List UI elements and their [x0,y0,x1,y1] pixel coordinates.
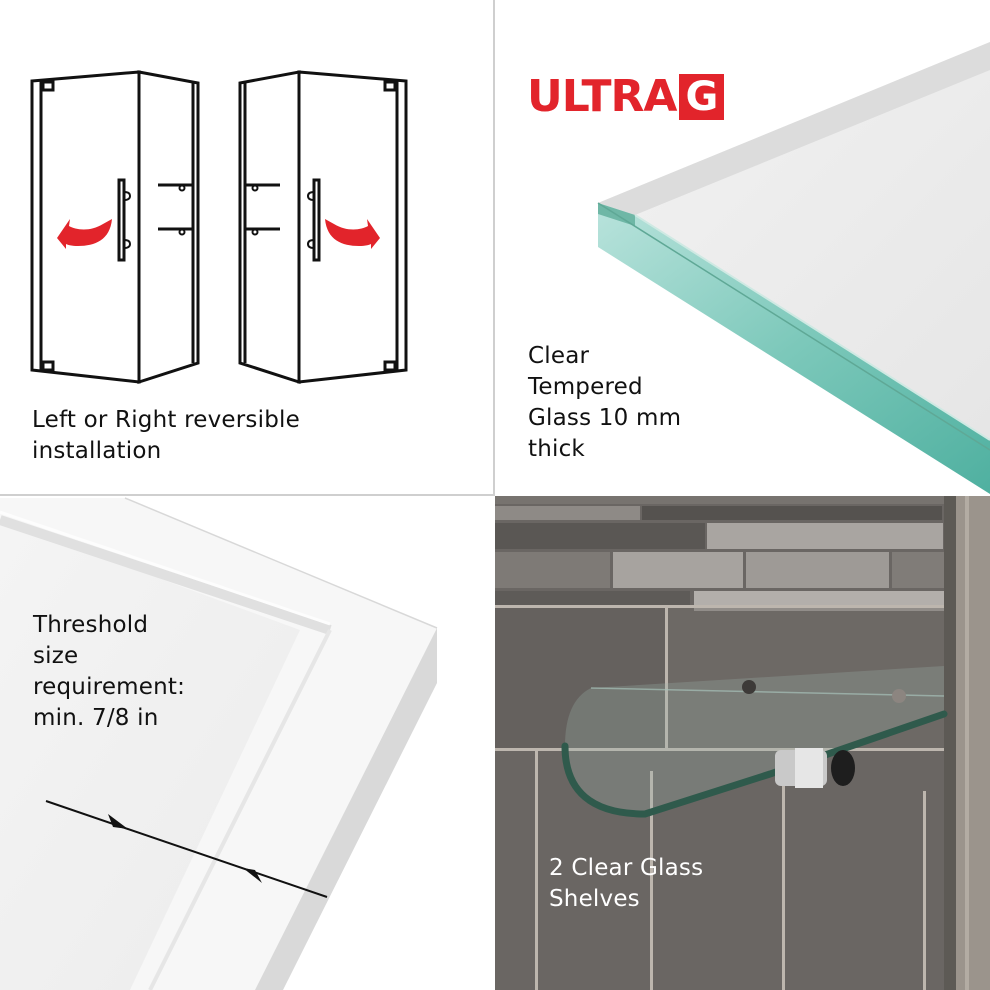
arrow-right-icon [325,219,380,249]
arrow-left-icon [57,219,112,249]
caption-line: Shelves [549,886,640,912]
vertical-divider [493,0,495,496]
logo-boxed-letter: G [679,74,725,120]
caption-line: Left or Right reversible [32,407,300,433]
shower-tray-corner-icon [0,497,438,990]
caption-threshold: Threshold size requirement: min. 7/8 in [33,610,185,734]
tiled-wall-shelf-photo-icon [495,496,990,990]
caption-line: Tempered [528,374,643,400]
glass-pane-illustration-icon [597,42,990,494]
caption-line: requirement: [33,674,186,700]
shower-door-diagram-icon [30,70,408,385]
caption-glass-shelves: 2 Clear Glass Shelves [549,853,703,915]
horizontal-divider [0,494,495,496]
caption-tempered-glass: Clear Tempered Glass 10 mm thick [528,341,681,465]
logo-text: ULTRA [527,71,677,122]
caption-line: Glass 10 mm [528,405,682,431]
arrow-head-icon [108,814,128,829]
caption-line: Threshold [33,612,149,638]
caption-line: thick [528,436,585,462]
panel-reversible-installation: Left or Right reversible installation [0,0,493,494]
panel-tempered-glass: ULTRA G Clear Tempered Glass 10 mm thick [495,0,990,494]
ultra-g-logo: ULTRA G [527,71,725,122]
caption-line: installation [32,438,162,464]
caption-line: size [33,643,79,669]
caption-line: 2 Clear Glass [549,855,704,881]
panel-glass-shelves: 2 Clear Glass Shelves [495,496,990,990]
panel-threshold: Threshold size requirement: min. 7/8 in [0,496,493,990]
arrow-head-icon [243,868,262,883]
caption-line: Clear [528,343,590,369]
caption-reversible: Left or Right reversible installation [32,405,300,467]
caption-line: min. 7/8 in [33,705,159,731]
